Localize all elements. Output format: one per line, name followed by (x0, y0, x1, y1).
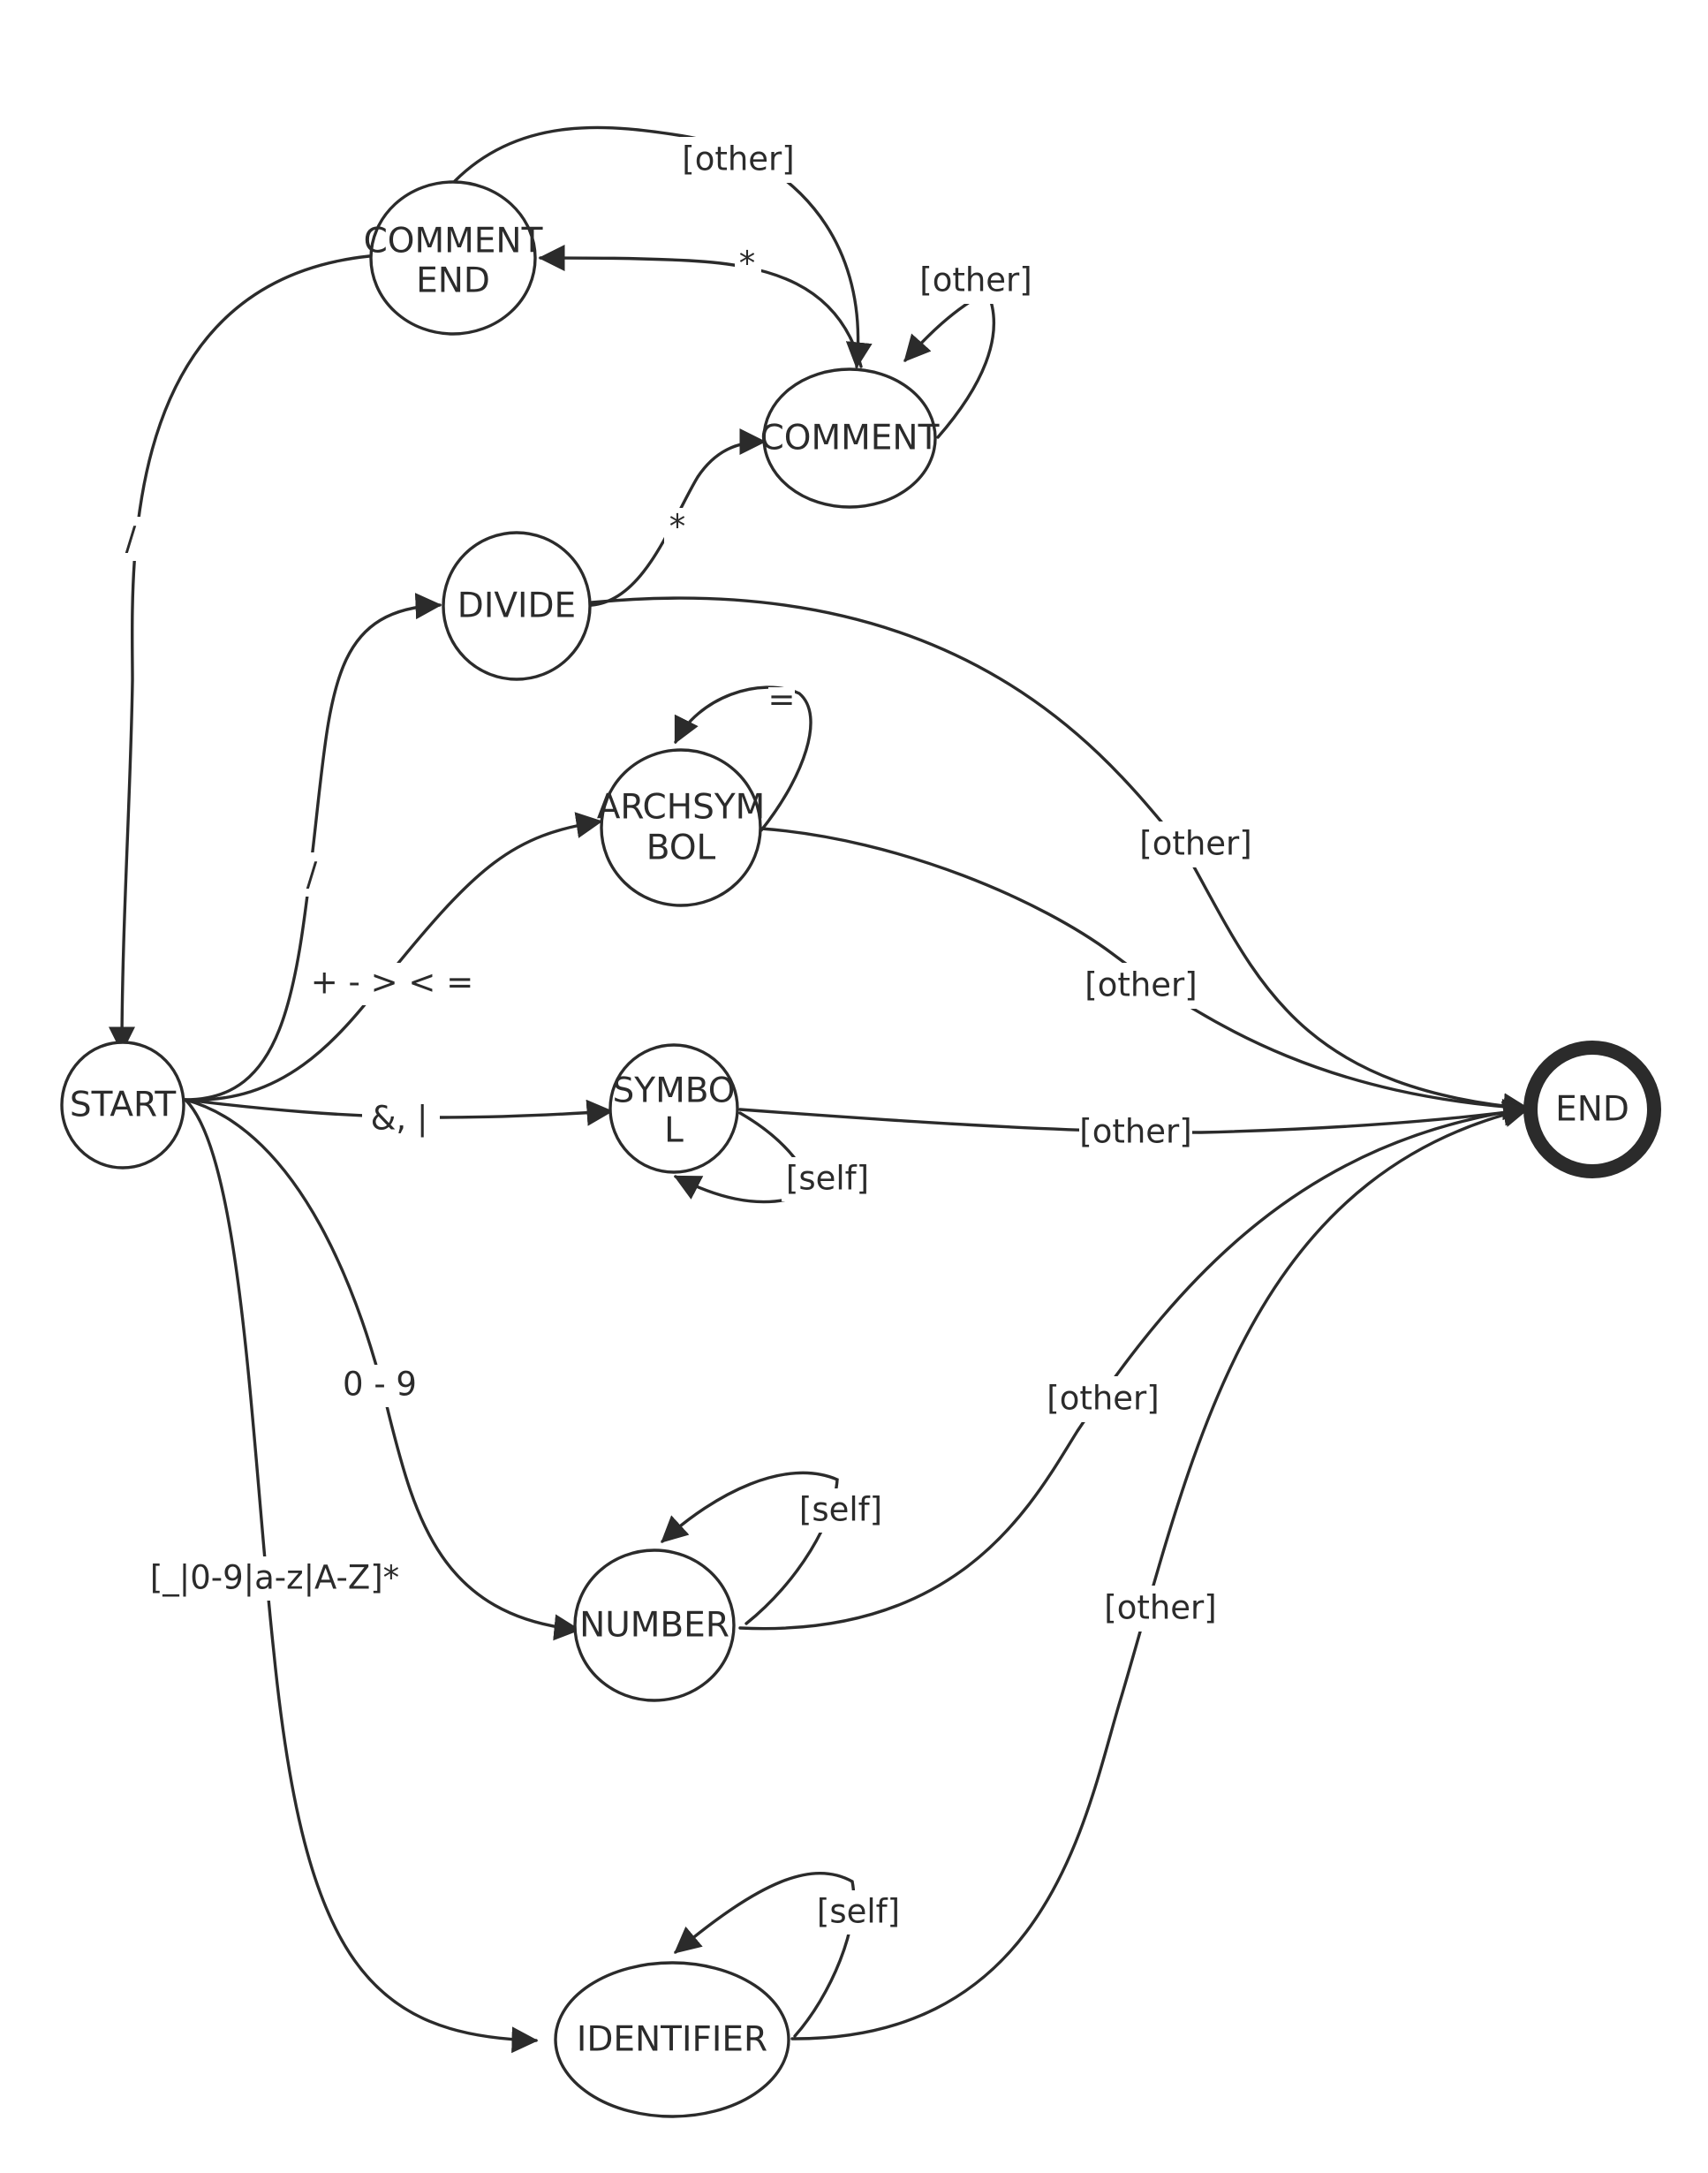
state-end-label: END (1555, 1090, 1629, 1130)
state-archsymbol-label-line2: BOL (646, 829, 716, 868)
label-start-to-identifier: [_|0-9|a-z|A-Z]* (150, 1559, 399, 1597)
state-comment-end: COMMENT END (364, 180, 543, 336)
state-comment-end-label-line2: END (416, 261, 490, 301)
label-start-to-divide: / (306, 856, 318, 894)
state-comment-label: COMMENT (760, 419, 940, 458)
edge-archsymbol-self (674, 685, 812, 832)
label-comment-end-to-start: / (125, 520, 137, 558)
edge-divide-to-comment (590, 428, 767, 607)
label-archsymbol-to-end: [other] (1085, 966, 1197, 1004)
state-symbol-label-line2: L (664, 1111, 684, 1151)
edge-start-to-number (184, 1098, 581, 1641)
label-start-to-symbol: &, | (371, 1100, 428, 1138)
edge-start-to-identifier (184, 1098, 539, 2054)
edge-number-self (661, 1471, 839, 1625)
state-archsymbol: ARCHSYM BOL (597, 748, 766, 907)
state-identifier-label: IDENTIFIER (577, 2020, 767, 2060)
state-divide: DIVIDE (442, 531, 592, 681)
state-comment: COMMENT (760, 367, 940, 509)
state-number-label: NUMBER (579, 1606, 729, 1646)
label-identifier-self: [self] (817, 1893, 900, 1931)
label-start-to-number: 0 - 9 (343, 1366, 417, 1404)
label-start-to-archsymbol: + - > < = (311, 964, 473, 1002)
label-divide-to-comment: * (669, 508, 686, 546)
label-symbol-self: [self] (786, 1160, 869, 1198)
label-symbol-to-end: [other] (1079, 1113, 1191, 1151)
label-archsymbol-self: = (767, 681, 795, 719)
edge-comment-to-comment-end (538, 245, 863, 368)
state-symbol-label-line1: SYMBO (613, 1071, 736, 1111)
state-end: END (1523, 1041, 1661, 1178)
edge-archsymbol-to-end (760, 827, 1530, 1121)
edge-identifier-to-end (790, 1101, 1530, 2040)
state-start-label: START (70, 1086, 176, 1125)
label-divide-to-end: [other] (1139, 825, 1251, 863)
edge-labels: / / + - > < = &, | 0 - 9 [_|0-9|a-z|A-Z]… (119, 137, 1252, 1934)
label-comment-end-to-comment: [other] (682, 140, 794, 178)
state-identifier: IDENTIFIER (554, 1961, 790, 2118)
edge-identifier-self (674, 1872, 856, 2038)
state-start: START (60, 1041, 185, 1170)
state-number: NUMBER (573, 1548, 736, 1702)
label-number-to-end: [other] (1047, 1380, 1159, 1418)
label-comment-to-comment-end: * (739, 245, 756, 283)
label-number-self: [self] (799, 1491, 882, 1529)
state-comment-end-label-line1: COMMENT (364, 222, 543, 261)
edge-comment-end-to-start (109, 254, 371, 1054)
edge-start-to-divide (184, 593, 442, 1102)
edge-start-to-archsymbol (184, 812, 603, 1102)
label-identifier-to-end: [other] (1104, 1589, 1216, 1627)
state-archsymbol-label-line1: ARCHSYM (597, 788, 766, 828)
state-divide-label: DIVIDE (457, 587, 576, 626)
state-symbol: SYMBO L (608, 1043, 739, 1174)
label-comment-self: [other] (919, 261, 1032, 299)
